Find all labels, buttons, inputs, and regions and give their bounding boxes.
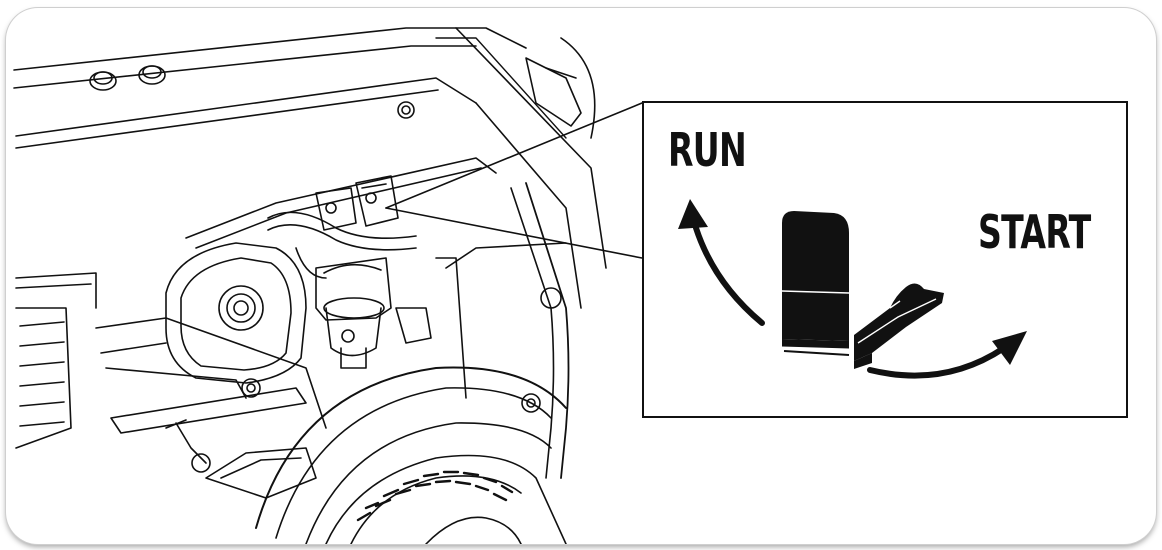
curved-arrow-right-icon <box>867 331 1027 379</box>
curved-arrow-up-left-icon <box>678 199 765 326</box>
diagram-frame: RUN START <box>6 8 1156 544</box>
choke-lever-diagram <box>678 199 1027 379</box>
lever-plate <box>781 211 850 356</box>
choke-lever-callout: RUN START <box>642 101 1128 418</box>
run-label: RUN <box>668 123 747 177</box>
lever-handle <box>854 283 944 369</box>
start-label: START <box>978 205 1091 259</box>
generator-engine-illustration <box>13 27 643 544</box>
